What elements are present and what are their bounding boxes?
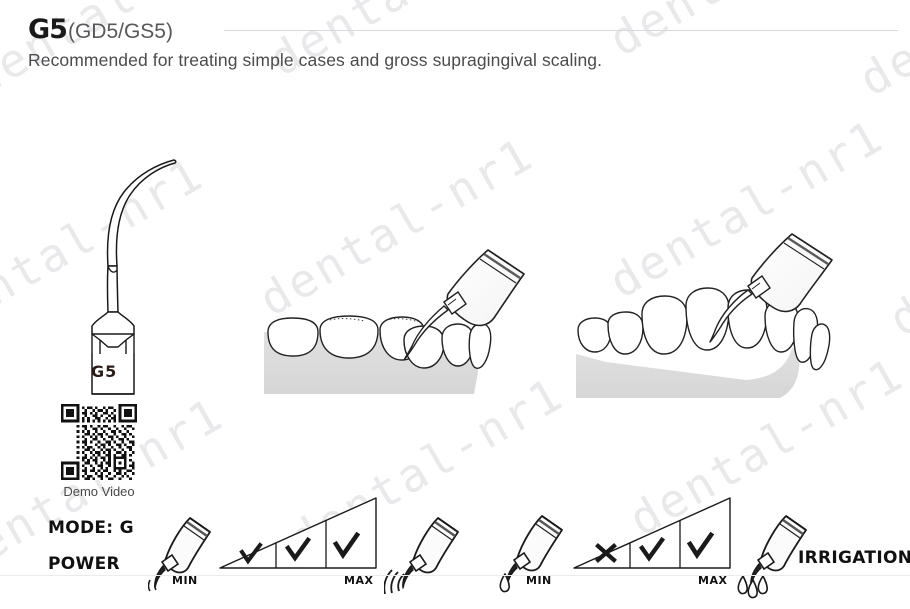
posterior-teeth-illustration [264, 249, 525, 394]
scaler-tip-illustration [91, 159, 177, 395]
page-subtitle: Recommended for treating simple cases an… [28, 50, 603, 70]
irrigation-gauge [573, 497, 731, 569]
qr-code-icon[interactable] [61, 404, 137, 480]
demo-video-caption: Demo Video [63, 484, 135, 499]
bottom-divider [0, 575, 910, 576]
power-max-label: MAX [344, 574, 374, 587]
title-divider [224, 30, 898, 31]
irrigation-label: IRRIGATION [798, 548, 910, 568]
settings-strip: MODE: G POWER [0, 486, 910, 609]
anterior-teeth-illustration [576, 233, 833, 398]
irrigation-min-label: MIN [526, 574, 552, 587]
irrigation-max-label: MAX [698, 574, 728, 587]
product-variants: (GD5/GS5) [67, 20, 173, 43]
handpiece-vibration-icon [384, 517, 459, 594]
tip-code-label: G5 [91, 362, 118, 381]
power-gauge [219, 497, 377, 569]
power-min-label: MIN [172, 574, 198, 587]
page-title: G5 (GD5/GS5) [28, 16, 898, 46]
handpiece-irrigation-icon [737, 515, 807, 599]
mode-label: MODE: G [48, 518, 134, 538]
page-header: G5 (GD5/GS5) Recommended for treating si… [28, 16, 898, 71]
power-label: POWER [48, 554, 120, 574]
handpiece-drop-icon [499, 515, 563, 593]
product-code: G5 [28, 14, 68, 45]
handpiece-icon [148, 517, 211, 592]
demo-video-block[interactable]: Demo Video [44, 404, 154, 499]
mode-power-labels: MODE: G POWER [48, 510, 134, 582]
